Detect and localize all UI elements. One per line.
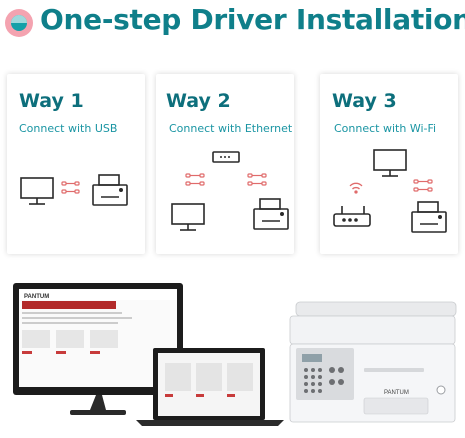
product-scene-illustration: PANTUM PANTUM [13, 283, 457, 426]
page-title: One-step Driver Installation [40, 3, 465, 36]
monitor-icon [20, 177, 54, 205]
way-1-subtitle: Connect with USB [19, 122, 118, 135]
desktop-monitor-image [13, 283, 183, 415]
way-3-card: Way 3 Connect with Wi-Fi [320, 74, 458, 254]
usb-connection-diagram [20, 174, 128, 206]
monitor-screen-brand: PANTUM [24, 294, 49, 300]
logo-dot-icon [5, 9, 33, 37]
multifunction-printer-image [289, 301, 457, 423]
way-2-subtitle: Connect with Ethernet [169, 122, 293, 135]
way-3-title: Way 3 [332, 90, 397, 112]
router-icon [333, 206, 371, 227]
page-header: One-step Driver Installation [0, 0, 465, 44]
cable-icon [413, 179, 433, 192]
printer-brand-label: PANTUM [384, 390, 409, 396]
way-2-title: Way 2 [166, 90, 231, 112]
wifi-connection-diagram [333, 149, 447, 233]
printer-icon [411, 201, 447, 233]
monitor-icon [373, 149, 407, 177]
way-3-subtitle: Connect with Wi-Fi [334, 122, 437, 135]
ethernet-cable-left-icon [185, 173, 205, 186]
printer-icon [92, 174, 128, 206]
laptop-image [136, 348, 284, 426]
way-1-title: Way 1 [19, 90, 84, 112]
ethernet-connection-diagram [171, 151, 289, 231]
ethernet-cable-right-icon [247, 173, 267, 186]
usb-cable-icon [61, 181, 80, 194]
monitor-icon [171, 203, 205, 231]
way-1-card: Way 1 Connect with USB [7, 74, 145, 254]
wifi-icon [349, 182, 363, 194]
printer-icon [253, 198, 289, 230]
way-2-card: Way 2 Connect with Ethernet [156, 74, 294, 254]
router-icon [212, 151, 240, 163]
